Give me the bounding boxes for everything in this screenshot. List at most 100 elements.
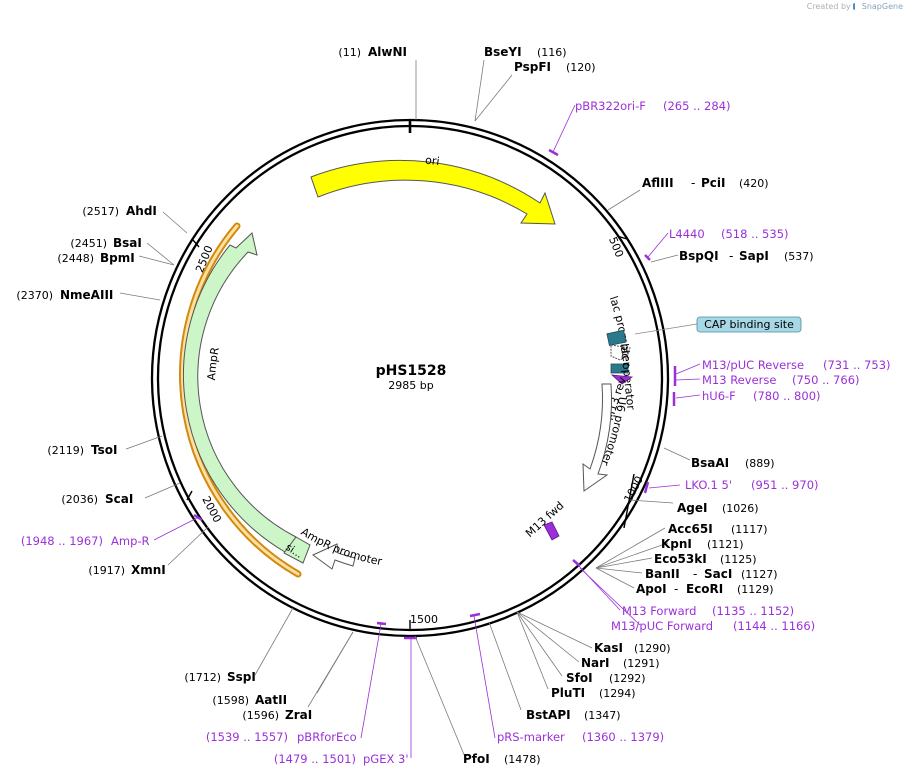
primer-prs-marker[interactable]: pRS-marker (1360 .. 1379) [497,730,664,744]
primer-range-m13-puc-reverse: (731 .. 753) [823,358,891,372]
primer-site-markers [193,148,677,640]
lac-operator-feature[interactable] [610,363,629,374]
plasmid-name: pHS1528 [376,363,447,379]
enzyme-pos-xmni: (1917) [88,564,125,577]
enzyme-site-scai[interactable]: (2036) ScaI [61,492,133,506]
enzyme-site-banii-saci[interactable]: BanII - SacI (1127) [645,567,778,581]
enzyme-site-bsaai[interactable]: BsaAI (889) [691,456,775,470]
enzyme-name-saci: SacI [704,567,732,581]
enzyme-site-aatii[interactable]: (1598) AatII [212,693,287,707]
signal-sequence-feature[interactable] [283,536,311,564]
enzyme-pos-tsoi: (2119) [47,444,84,457]
enzyme-site-nari[interactable]: NarI (1291) [581,656,660,670]
enzyme-pos-bspqi: (537) [784,250,814,263]
snapgene-logo-icon [852,3,861,10]
enzyme-pos-alwni: (11) [338,46,361,59]
primer-range-hu6-f: (780 .. 800) [753,389,821,403]
primer-m13-puc-forward[interactable]: M13/pUC Forward (1144 .. 1166) [611,619,815,633]
primer-name-m13-forward: M13 Forward [622,604,696,618]
m13-rev-feature-arrow[interactable] [610,374,634,385]
enzyme-pos-agei: (1026) [722,502,759,515]
primer-m13-reverse[interactable]: M13 Reverse (750 .. 766) [702,373,860,387]
primer-pbrforeco[interactable]: (1539 .. 1557) pBRforEco [206,730,357,744]
primer-m13-forward[interactable]: M13 Forward (1135 .. 1152) [622,604,794,618]
primer-range-m13-reverse: (750 .. 766) [792,373,860,387]
enzyme-site-sfoi[interactable]: SfoI (1292) [566,671,646,685]
primer-name-m13-puc-forward: M13/pUC Forward [611,619,713,633]
primer-name-hu6-f: hU6-F [702,389,736,403]
enzyme-site-pspfi[interactable]: PspFI (120) [514,60,596,74]
enzyme-site-zrai[interactable]: (1596) ZraI [242,708,312,722]
primer-name-amp-r: Amp-R [111,534,150,548]
enzyme-site-bsai[interactable]: (2451) BsaI [70,236,141,250]
enzyme-site-bseyi[interactable]: BseYI (116) [484,45,567,59]
enzyme-pos-bsaai: (889) [745,457,775,470]
enzyme-pos-apoi: (1129) [737,583,774,596]
primer-range-m13-puc-forward: (1144 .. 1166) [733,619,815,633]
primer-pgex-3[interactable]: (1479 .. 1501) pGEX 3' [274,752,409,766]
ampr-feature-label: AmpR [205,346,222,381]
primer-name-prs-marker: pRS-marker [497,730,565,744]
enzyme-site-agei[interactable]: AgeI (1026) [677,501,759,515]
enzyme-site-kpni[interactable]: KpnI (1121) [661,537,744,551]
enzyme-site-pluti[interactable]: PluTI (1294) [551,686,636,700]
enzyme-pos-bsai: (2451) [70,237,107,250]
enzyme-name-nmeaiii: NmeAIII [60,288,113,302]
enzyme-site-sspi[interactable]: (1712) SspI [184,670,255,684]
u6-promoter-arrow[interactable] [582,383,612,492]
ori-feature-arrow[interactable] [310,159,556,225]
enzyme-pos-acc65i: (1117) [731,523,768,536]
primer-m13-puc-reverse[interactable]: M13/pUC Reverse (731 .. 753) [702,358,891,372]
enzyme-name-xmni: XmnI [131,563,166,577]
primer-amp-r[interactable]: (1948 .. 1967) Amp-R [21,534,150,548]
primer-l4440[interactable]: L4440 (518 .. 535) [669,227,789,241]
credit-prefix: Created by [806,2,851,11]
primer-hu6-f[interactable]: hU6-F (780 .. 800) [702,389,821,403]
selection-highlight-outer [179,222,302,578]
cap-binding-site-feature[interactable] [606,329,627,347]
leader-lines [119,59,691,758]
enzyme-site-pfoi[interactable]: PfoI (1478) [463,752,541,766]
enzyme-site-kasi[interactable]: KasI (1290) [594,641,671,655]
enzyme-pos-sspi: (1712) [184,671,221,684]
tick-label-1500: 1500 [410,613,438,626]
ori-feature-label: ori [425,154,441,168]
m13-fwd-feature-arrow[interactable] [543,521,560,541]
enzyme-site-eco53ki[interactable]: Eco53kI (1125) [654,552,757,566]
enzyme-pos-banii: (1127) [741,568,778,581]
enzyme-site-bspqi-sapi[interactable]: BspQI - SapI (537) [679,249,814,263]
enzyme-name-pspfi: PspFI [514,60,551,74]
enzyme-pos-kasi: (1290) [634,642,671,655]
enzyme-pos-afliii: (420) [739,177,769,190]
credit-brand: SnapGene [861,2,903,11]
enzyme-pos-ahdi: (2517) [82,205,119,218]
primer-leader-lines [153,104,701,758]
enzyme-site-acc65i[interactable]: Acc65I (1117) [668,522,768,536]
enzyme-name-nari: NarI [581,656,610,670]
enzyme-site-tsoi[interactable]: (2119) TsoI [47,443,117,457]
enzyme-name-pcii: PciI [701,176,726,190]
enzyme-dash-afliii: - [691,176,695,190]
enzyme-site-xmni[interactable]: (1917) XmnI [88,563,165,577]
primer-pbr322ori-f[interactable]: pBR322ori-F (265 .. 284) [575,99,731,113]
enzyme-site-apoi-ecori[interactable]: ApoI - EcoRI (1129) [636,582,774,596]
enzyme-name-kpni: KpnI [661,537,692,551]
enzyme-site-bpmi[interactable]: (2448) BpmI [57,251,134,265]
enzyme-site-ahdi[interactable]: (2517) AhdI [82,204,156,218]
created-by-credit: Created by SnapGene [807,2,903,11]
enzyme-name-zrai: ZraI [285,708,312,722]
enzyme-site-bstapi[interactable]: BstAPI (1347) [526,708,621,722]
enzyme-site-nmeaiii[interactable]: (2370) NmeAIII [16,288,113,302]
ori-label-path: ori [425,154,441,168]
ampr-promoter-arrow[interactable] [312,543,356,570]
primer-lko1-5[interactable]: LKO.1 5' (951 .. 970) [685,478,819,492]
primer-name-pgex-3: pGEX 3' [363,752,409,766]
enzyme-site-labels: (11) AlwNI BseYI (116) PspFI (120) AflII… [16,45,813,766]
cap-label-box[interactable] [696,316,802,333]
enzyme-name-kasi: KasI [594,641,623,655]
enzyme-site-afliii-pcii[interactable]: AflIII - PciI (420) [642,176,769,190]
enzyme-site-alwni[interactable]: (11) AlwNI [338,45,407,59]
enzyme-name-bseyi: BseYI [484,45,522,59]
lac-promoter-arrow[interactable] [610,344,631,361]
